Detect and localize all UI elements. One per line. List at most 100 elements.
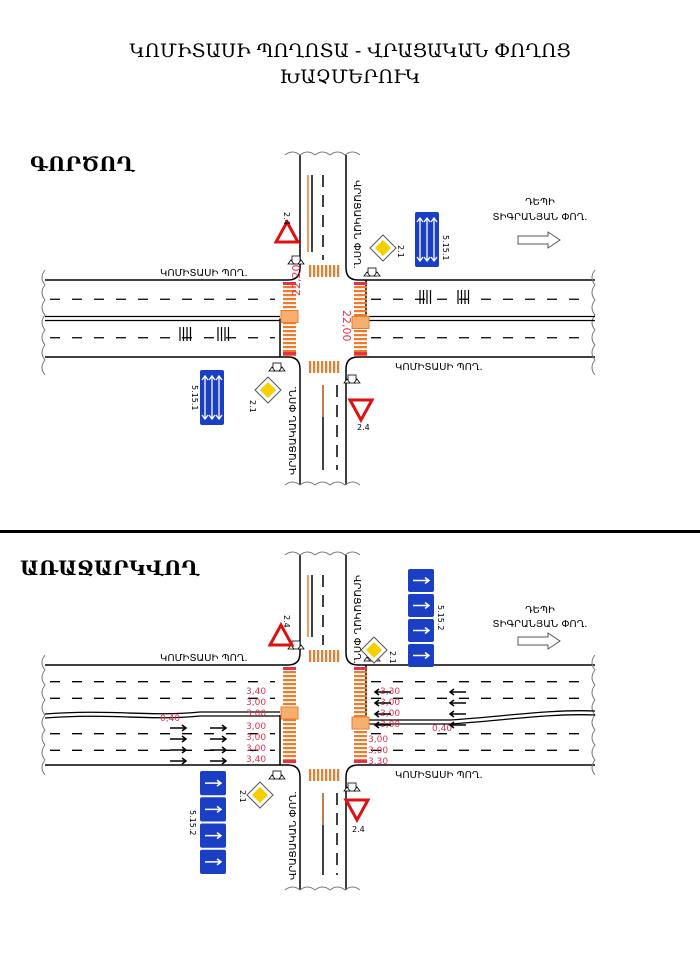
median-width-label: 0,40: [432, 724, 452, 734]
signal-lamp: [268, 774, 286, 780]
crosswalk-width-label: 22,20: [290, 265, 303, 297]
lane-arrow-icon: [448, 721, 466, 729]
crosswalk-stripe: [283, 306, 296, 309]
arrow-icon: [430, 216, 438, 263]
sign-code: 2.1: [396, 245, 405, 258]
traffic-signal-icon: [343, 374, 361, 384]
crosswalk-stripe: [354, 310, 367, 313]
sign-code: 2.1: [248, 400, 257, 413]
priority-sign: [360, 636, 388, 664]
lane-width-label: 3,00: [368, 746, 388, 756]
signal-head: [272, 362, 282, 372]
lane-direction-sign: [200, 370, 224, 425]
crosswalk-stripe: [283, 294, 296, 297]
arrow-icon: [413, 626, 431, 635]
crosswalk-stripe: [283, 747, 296, 750]
lane-arrow-icon: [210, 746, 228, 754]
existing-heading: ԳՈՐԾՈՂ: [30, 152, 135, 176]
direction-label: ՏԻԳՐԱՆՅԱՆ ՓՈՂ.: [493, 212, 588, 223]
arrow-icon: [201, 374, 209, 421]
crosswalk-stripe: [283, 695, 296, 698]
road-break: [284, 886, 361, 891]
signal-lamp: [268, 366, 286, 372]
lane-width-label: 3,00: [246, 733, 266, 743]
lane-arrow-icon: [170, 724, 188, 732]
signal-lamp: [343, 786, 361, 792]
sign-code: 2.1: [388, 651, 397, 664]
crosswalk: [309, 650, 340, 662]
yield-triangle-icon: [267, 621, 295, 647]
crosswalk-stripe: [354, 334, 367, 337]
crosswalk-stripe: [283, 755, 296, 758]
crosswalk-width-label: 22,00: [340, 310, 353, 342]
crosswalk-end: [354, 282, 367, 285]
arrow-icon: [416, 216, 424, 263]
lane-direction-sign: [408, 569, 434, 667]
crosswalk-stripe: [283, 330, 296, 333]
crosswalk-stripe: [313, 361, 316, 373]
crosswalk-stripe: [354, 743, 367, 746]
crosswalk-stripe: [283, 739, 296, 742]
lane-width-label: 3,00: [368, 735, 388, 745]
section-divider: [0, 530, 700, 533]
priority-sign: [369, 234, 397, 262]
crosswalk-stripe: [354, 314, 367, 317]
crosswalk-stripe: [283, 743, 296, 746]
crosswalk-stripe: [337, 265, 340, 277]
median-hatch: [280, 310, 299, 323]
crosswalk-stripe: [317, 361, 320, 373]
crosswalk: [309, 361, 340, 373]
crosswalk-stripe: [354, 683, 367, 686]
signal-head: [272, 770, 282, 780]
crosswalk-end: [283, 282, 296, 285]
proposed-heading: ԱՌԱՋԱՐԿՎՈՂ: [20, 556, 200, 580]
median-hatch: [351, 716, 370, 730]
crosswalk-stripe: [321, 265, 324, 277]
crosswalk-stripe: [333, 650, 336, 662]
traffic-signal-icon: [268, 770, 286, 780]
crosswalk-end: [283, 760, 296, 763]
crosswalk-stripe: [354, 751, 367, 754]
crosswalk-stripe: [329, 650, 332, 662]
road-edge: [345, 764, 595, 890]
signal-head: [291, 255, 301, 265]
crosswalk-stripe: [283, 322, 296, 325]
priority-diamond-fill: [260, 382, 276, 398]
road-break: [284, 151, 361, 156]
signal-lamp: [363, 271, 381, 277]
lane-arrows-marking: [373, 688, 391, 729]
crosswalk-stripe: [337, 769, 340, 781]
crosswalk-stripe: [354, 735, 367, 738]
median-hatch: [351, 316, 370, 329]
crosswalk-stripe: [354, 290, 367, 293]
crosswalk-stripe: [337, 650, 340, 662]
crosswalk-stripe: [329, 361, 332, 373]
crosswalk-stripe: [283, 346, 296, 349]
lane-direction-sign: [200, 771, 226, 874]
crosswalk-stripe: [354, 675, 367, 678]
sign-code: 5.15.2: [188, 810, 197, 835]
road-break: [41, 654, 46, 776]
crosswalk: [351, 282, 370, 357]
road-edge: [345, 356, 595, 485]
street-label-horizontal: ԿՈՄԻՏԱՍԻ ՊՈՂ.: [160, 653, 248, 664]
crosswalk-stripe: [354, 731, 367, 734]
crosswalk-stripe: [354, 707, 367, 710]
lane-arrow-icon: [170, 746, 188, 754]
crosswalk-stripe: [283, 699, 296, 702]
crosswalk-stripe: [321, 650, 324, 662]
crosswalk: [280, 282, 299, 357]
title-line-1: ԿՈՄԻՏԱՍԻ ՊՈՂՈՏԱ - ՎՐԱՑԱԿԱՆ ՓՈՂՈՑ: [129, 40, 571, 62]
sign-code: 2.4: [282, 615, 291, 628]
road-edge: [45, 155, 301, 281]
sign-code: 2.4: [352, 825, 365, 834]
crosswalk-stripe: [333, 769, 336, 781]
crosswalk-stripe: [354, 350, 367, 353]
street-label-vertical: ՎՐԱՑԱԿԱՆ ՓՈՂ.: [351, 180, 362, 269]
street-label-vertical: ՎՐԱՑԱԿԱՆ ՓՈՂ.: [351, 575, 362, 664]
median-line: [44, 711, 280, 715]
crosswalk-end: [283, 667, 296, 670]
crosswalk-stripe: [283, 679, 296, 682]
lane-arrows-marking: [179, 327, 192, 341]
yield-sign: [273, 218, 301, 244]
